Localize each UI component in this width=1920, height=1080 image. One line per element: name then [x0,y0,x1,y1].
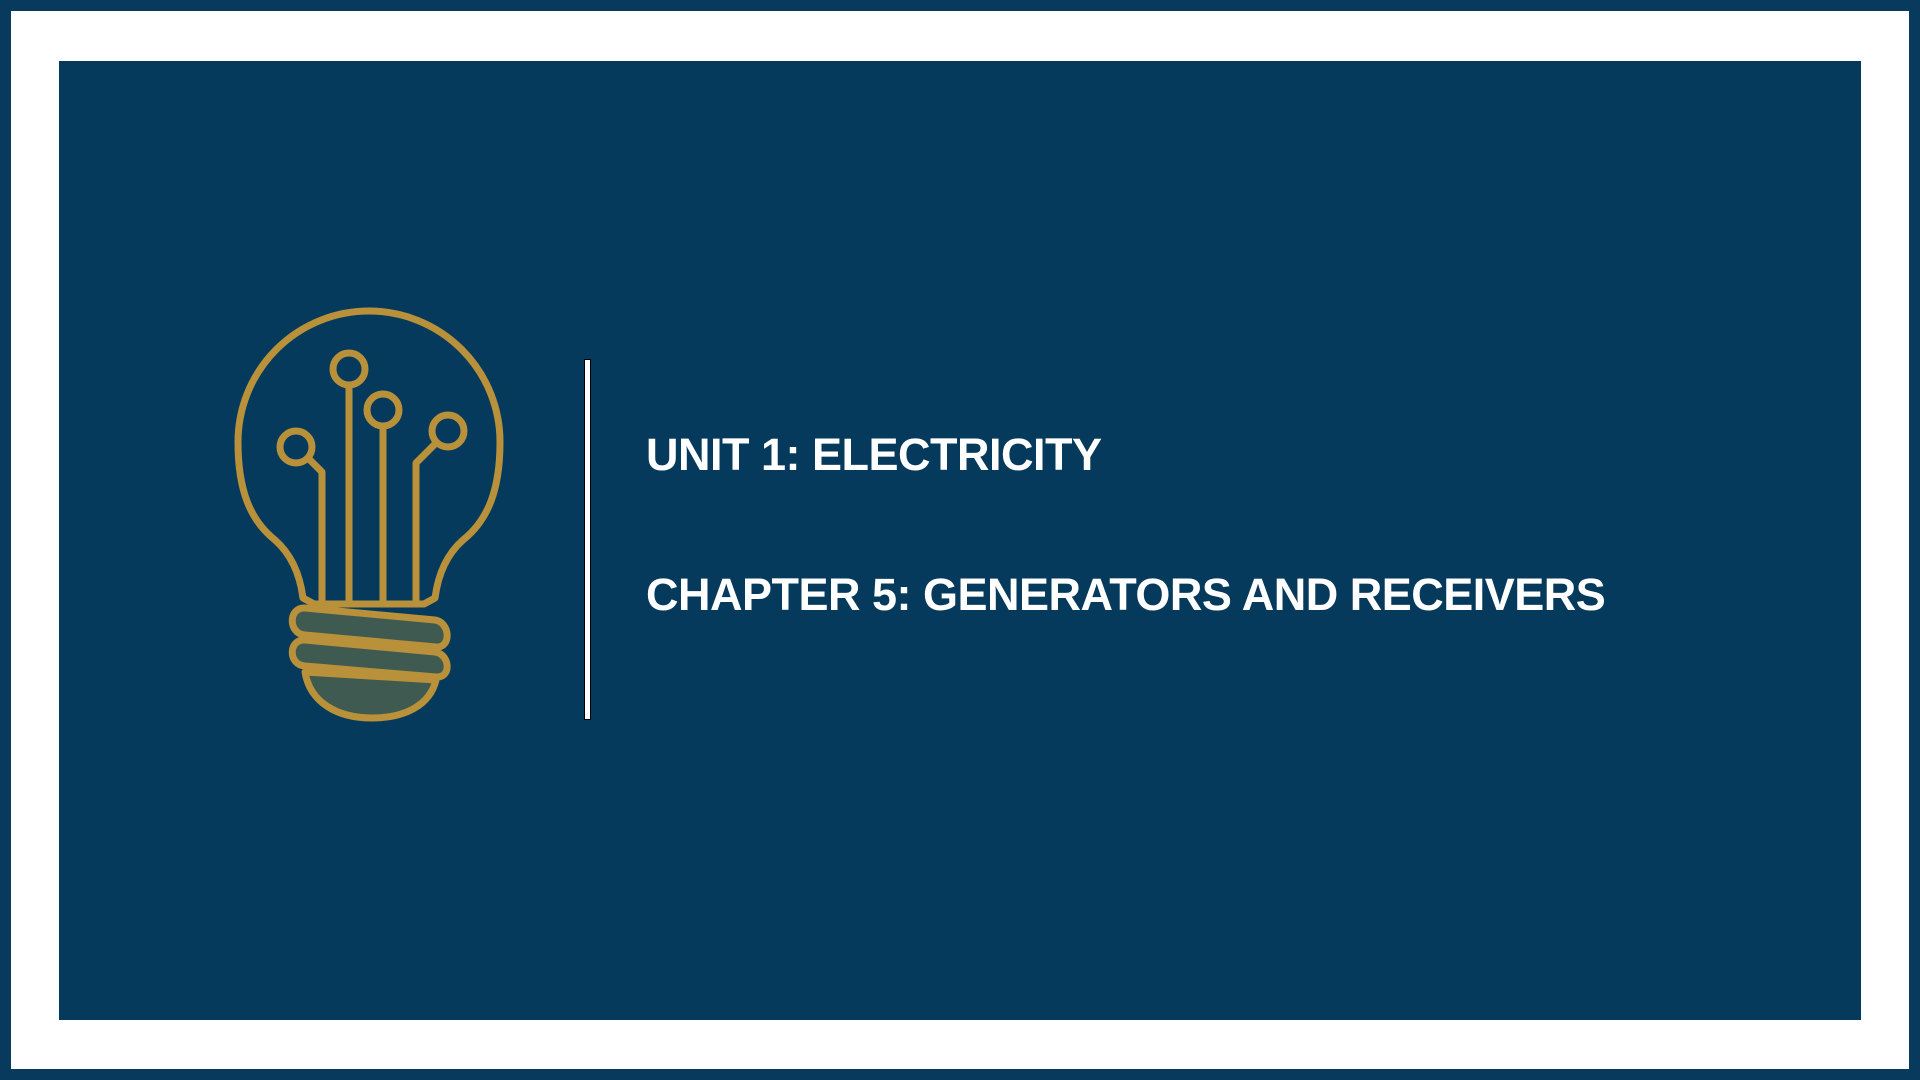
unit-title: UNIT 1: ELECTRICITY [646,429,1102,480]
chapter-title: CHAPTER 5: GENERATORS AND RECEIVERS [646,569,1606,620]
lightbulb-circuit-icon [234,307,504,722]
vertical-divider [585,360,590,719]
slide-panel [59,61,1861,1020]
